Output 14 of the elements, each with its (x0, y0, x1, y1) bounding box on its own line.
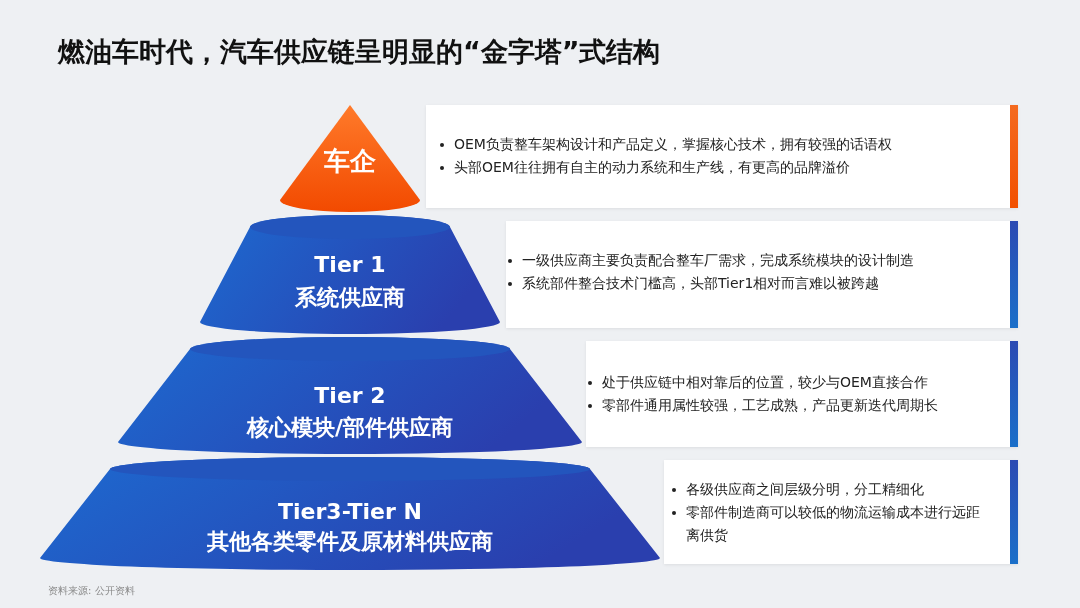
info-panel (426, 105, 1018, 208)
bullet-text: 处于供应链中相对靠后的位置，较少与OEM直接合作 (602, 374, 928, 390)
slide-title: 燃油车时代，汽车供应链呈明显的“金字塔”式结构 (58, 35, 661, 69)
info-panel (586, 341, 1018, 447)
bullet-text: OEM负责整车架构设计和产品定义，掌握核心技术，拥有较强的话语权 (454, 136, 892, 152)
bullet-text: 一级供应商主要负责配合整车厂需求，完成系统模块的设计制造 (522, 252, 914, 268)
bullet-text: 各级供应商之间层级分明，分工精细化 (686, 481, 924, 497)
bullet-text: 零部件通用属性较强，工艺成熟，产品更新迭代周期长 (602, 397, 938, 413)
bullet-text: 零部件制造商可以较低的物流运输成本进行远距离供货 (686, 504, 980, 543)
bullet-text: 系统部件整合技术门槛高，头部Tier1相对而言难以被跨越 (522, 275, 880, 291)
source-note: 资料来源: 公开资料 (48, 584, 135, 598)
bullet-text: 头部OEM往往拥有自主的动力系统和生产线，有更高的品牌溢价 (454, 159, 850, 175)
info-panel (506, 221, 1018, 328)
info-panel (664, 460, 1018, 564)
